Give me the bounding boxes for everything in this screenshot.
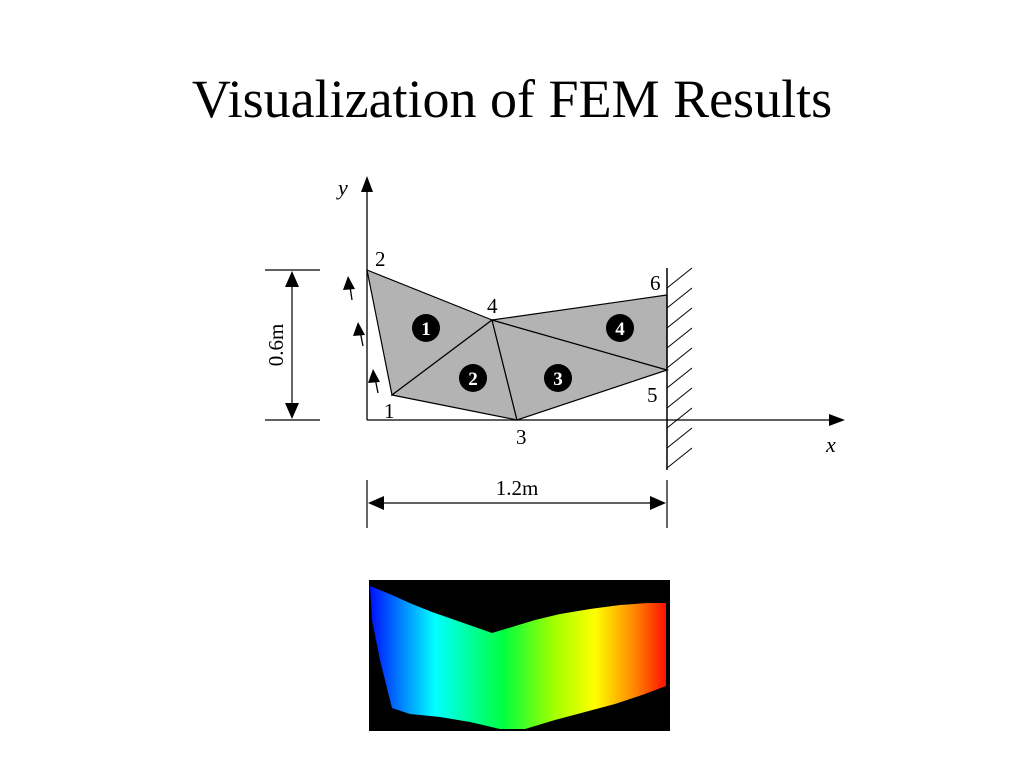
node-label-6: 6 (650, 271, 661, 295)
x-axis-label: x (825, 432, 836, 457)
element-marker-2 (459, 364, 487, 392)
element-marker-3 (544, 364, 572, 392)
element-markers: 1 2 3 4 (412, 314, 634, 392)
element-marker-4 (606, 314, 634, 342)
mesh-elements (366, 269, 670, 421)
x-axis-arrow-icon (829, 414, 845, 426)
y-axis-label: y (336, 175, 348, 200)
load-arrows (343, 276, 380, 394)
node-label-3: 3 (516, 425, 527, 449)
element-number-2: 2 (468, 369, 478, 390)
node-labels: 1 2 3 4 5 6 (375, 247, 661, 449)
y-axis-arrow-icon (361, 176, 373, 192)
element-number-1: 1 (421, 319, 431, 340)
fixed-support-hatch (666, 267, 693, 470)
node-label-4: 4 (487, 294, 498, 318)
width-dimension-label: 1.2m (496, 476, 539, 500)
node-label-1: 1 (384, 399, 395, 423)
width-dimension (366, 480, 668, 528)
element-number-4: 4 (615, 319, 625, 340)
axes: y x (336, 175, 845, 457)
height-dimension-label: 0.6m (264, 324, 288, 367)
result-contour-plot (369, 580, 670, 731)
slide-title: Visualization of FEM Results (191, 69, 833, 129)
height-dimension (265, 269, 320, 421)
node-label-5: 5 (647, 383, 658, 407)
result-field (370, 586, 666, 729)
element-number-3: 3 (553, 369, 563, 390)
node-label-2: 2 (375, 247, 386, 271)
element-marker-1 (412, 314, 440, 342)
